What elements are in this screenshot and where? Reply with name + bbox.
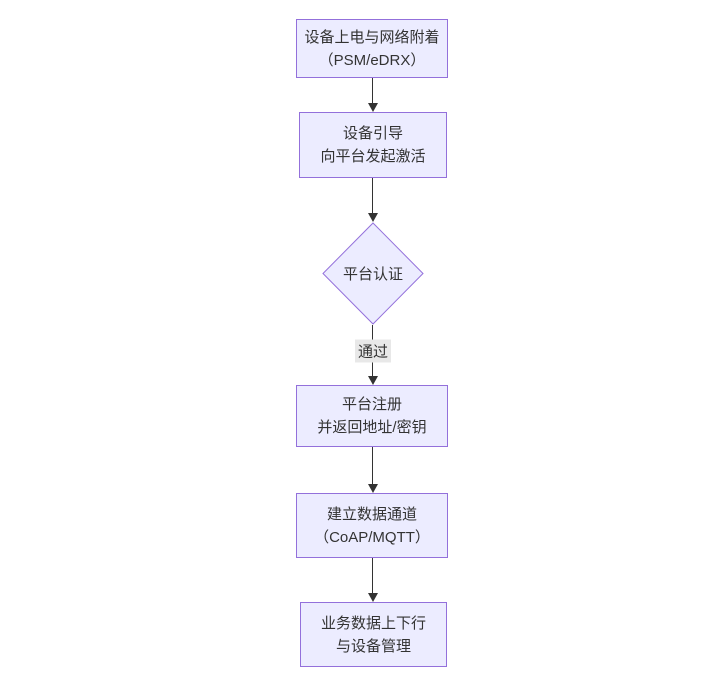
node-text-line: 向平台发起激活 [320,148,426,165]
flow-node-device-bootstrap: 设备引导 向平台发起激活 [299,112,447,178]
node-text-line: 业务数据上下行 [320,614,426,632]
node-text-line: 平台认证 [342,266,403,283]
arrowhead-icon [368,593,378,602]
arrow-shaft [372,558,373,594]
flow-node-business-data: 业务数据上下行 与设备管理 [300,602,447,667]
arrowhead-icon [368,213,378,222]
node-text-line: 建立数据通道 [326,505,417,523]
node-text-line: 设备引导 [342,125,403,142]
node-text-line: 并返回地址/密钥 [317,419,427,436]
node-text-line: 设备上电与网络附着 [304,28,440,46]
diamond-shape-icon [322,222,424,325]
arrowhead-icon [368,376,378,385]
node-text-line: 与设备管理 [335,637,411,655]
arrowhead-icon [368,103,378,112]
flow-node-platform-register: 平台注册 并返回地址/密钥 [296,385,448,447]
node-text-line: （CoAP/MQTT） [314,528,430,546]
node-text-line: 平台注册 [341,396,402,413]
arrow-shaft [372,447,373,485]
flow-node-platform-auth-decision: 平台认证 [322,222,424,325]
arrowhead-icon [368,484,378,493]
flow-node-data-channel: 建立数据通道 （CoAP/MQTT） [296,493,448,558]
node-text-line: （PSM/eDRX） [318,51,426,69]
arrow-shaft [372,78,373,104]
edge-label-pass: 通过 [354,339,392,363]
arrow-shaft [372,178,373,214]
flow-node-power-network-attach: 设备上电与网络附着 （PSM/eDRX） [296,19,448,78]
